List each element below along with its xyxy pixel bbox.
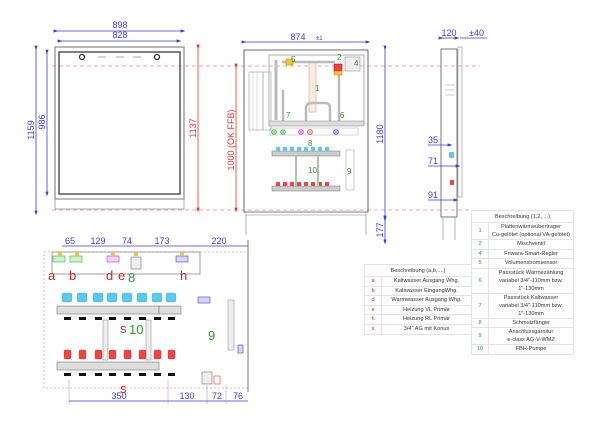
label-a: a [48,268,56,283]
label-s-bottom: s [120,381,127,396]
label-9: 9 [347,167,352,176]
connection-valves [52,252,189,270]
label-e: e [118,268,125,283]
label-8-detail: 8 [128,270,135,285]
dim-offset-91: 91 [428,190,438,200]
dim-top-129: 129 [90,236,105,246]
dim-depth-tolerance: ±40 [469,28,484,38]
label-10: 10 [308,166,317,175]
label-8: 8 [308,139,313,148]
dim-top-74: 74 [122,236,132,246]
legend-numbers-header: Beschreibung (1,2,....) [471,210,574,223]
mixing-valve [333,63,343,72]
dim-offset-35: 35 [428,135,438,145]
dim-bottom-130: 130 [179,391,194,401]
dim-height-inner: 986 [37,114,47,129]
label-d: d [106,268,113,283]
screw-icon [78,53,86,61]
dim-bottom-72: 72 [212,391,222,401]
label-10-detail: 10 [129,322,143,337]
side-view: 120 ±40 35 71 91 [428,28,487,240]
legend-letters-header: Beschreibung (a,b,....) [364,264,472,277]
detail-view: 65 129 74 173 220 [43,236,249,404]
label-9-detail: 9 [208,328,215,343]
label-6: 6 [340,111,345,120]
manifold-supply-small [271,147,341,157]
front-view: 898 828 1159 986 1137 [26,20,200,216]
dim-height-reference: 1137 [188,118,198,137]
flow-sensor [285,58,294,66]
label-2: 2 [337,53,342,62]
dim-floor-height: 1000 (OK FFB) [226,109,236,170]
label-s-top: s [120,321,127,336]
dim-offset-71: 71 [428,156,438,166]
label-4: 4 [354,59,359,68]
dim-open-width-tol: ±1 [316,36,323,42]
open-view: 5 2 4 1 7 6 8 10 9 874 ±1 1000 (OK FFB) … [226,32,387,245]
manifold-supply [56,292,211,320]
dim-total-height: 1180 [375,124,385,143]
dim-open-width: 874 [290,32,305,42]
label-b: b [69,268,76,283]
manifold-return [56,344,244,385]
screw-icon [153,53,161,61]
dim-width-outer: 898 [112,20,127,30]
dim-height-outer: 1159 [26,120,36,139]
dim-top-65: 65 [65,236,75,246]
dim-top-173: 173 [154,236,169,246]
dim-bottom-76: 76 [233,391,243,401]
manifold-return-small [271,182,341,192]
reference-lines [52,65,480,211]
controller [344,56,361,72]
label-h: h [180,268,187,283]
dim-bottom-350: 350 [111,391,126,401]
dim-feet: 177 [375,222,385,237]
dim-width-inner: 828 [112,30,127,40]
dim-depth: 120 [441,28,456,38]
dim-top-220: 220 [211,236,226,246]
label-1: 1 [315,84,320,93]
label-7: 7 [286,111,291,120]
label-5: 5 [291,55,296,64]
